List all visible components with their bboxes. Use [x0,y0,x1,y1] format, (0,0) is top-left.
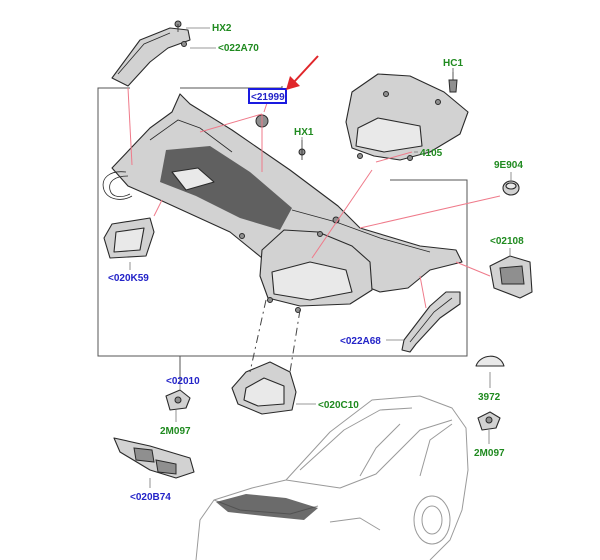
cowl-highlight [216,494,318,520]
leader-lines [127,87,501,309]
hose-left [102,171,133,200]
label-020k59[interactable]: <020K59 [108,273,149,284]
label-hx2[interactable]: HX2 [212,23,232,34]
grommet-9e904[interactable] [502,180,520,196]
bracket-022a68[interactable] [401,291,461,353]
bracket-022a70[interactable] [111,20,191,87]
label-21999[interactable]: <21999 [251,92,285,103]
label-020c10[interactable]: <020C10 [318,400,359,411]
label-2m097-right[interactable]: 2M097 [474,448,505,459]
label-2m097-left[interactable]: 2M097 [160,426,191,437]
label-3972[interactable]: 3972 [478,392,501,403]
panel-4105[interactable] [345,73,469,161]
label-9e904[interactable]: 9E904 [494,160,523,171]
label-022a70[interactable]: <022A70 [218,43,259,54]
vehicle-outline [195,395,469,560]
part-21999-highlight[interactable] [248,88,287,104]
clip-2m097-right[interactable] [477,411,501,431]
label-02010[interactable]: <02010 [166,376,200,387]
label-hx1[interactable]: HX1 [294,127,314,138]
label-02108[interactable]: <02108 [490,236,524,247]
pointer-arrow [286,55,319,90]
insulator-center[interactable] [259,229,373,313]
label-ticks [129,27,512,488]
label-022a68[interactable]: <022A68 [340,336,381,347]
label-020b74[interactable]: <020B74 [130,492,171,503]
clip-2m097-left[interactable] [165,389,191,411]
cover-020k59[interactable] [103,217,155,259]
bracket-020b74[interactable] [113,437,195,479]
component-02108[interactable] [489,255,533,299]
cowl-panel[interactable] [111,93,463,293]
dashed-links [249,299,301,373]
tray-020c10[interactable] [231,361,297,415]
label-hc1[interactable]: HC1 [443,58,463,69]
label-4105[interactable]: 4105 [420,148,443,159]
cap-3972[interactable] [475,355,505,367]
screw-hx1[interactable] [298,140,306,160]
